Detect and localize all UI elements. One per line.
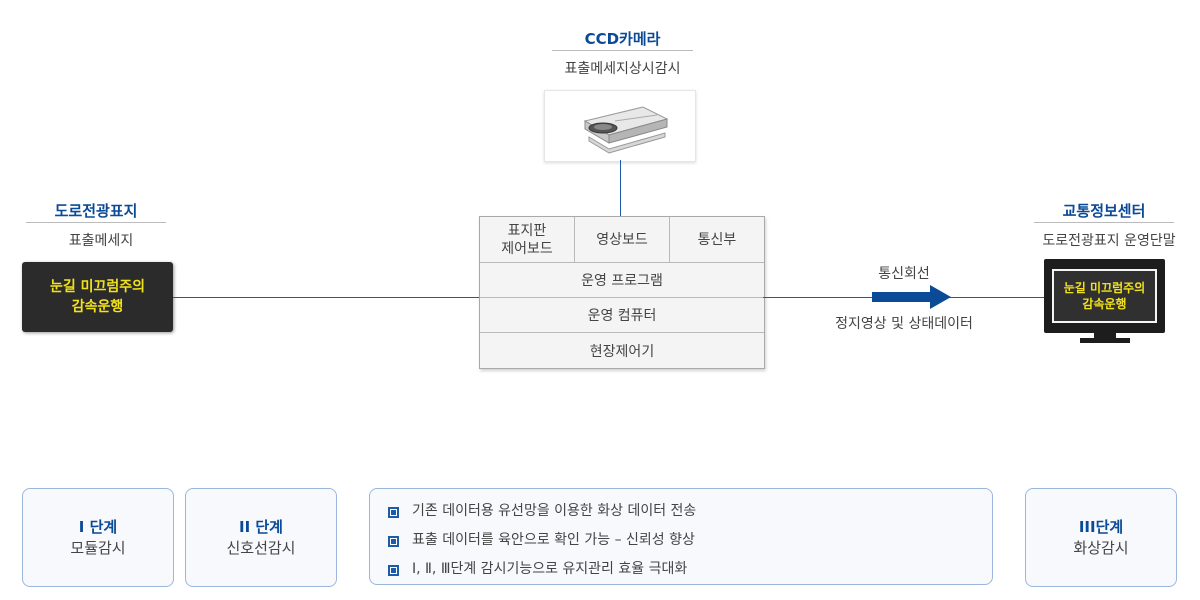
camera-title-rule (552, 50, 693, 51)
stage-3-box: III단계 화상감시 (1025, 488, 1177, 587)
monitor-icon: 눈길 미끄럼주의 감속운행 (1044, 259, 1165, 345)
controller-top-cells: 표지판 제어보드 영상보드 통신부 (480, 217, 764, 262)
controller-row-field: 현장제어기 (480, 332, 764, 368)
comm-data-label: 정지영상 및 상태데이터 (835, 316, 973, 332)
bullet-square-icon (388, 507, 399, 518)
controller-cell-video-board: 영상보드 (574, 217, 669, 262)
vms-line-2: 감속운행 (71, 299, 124, 315)
monitor-neck (1094, 333, 1116, 338)
stage-3-sub: 화상감시 (1073, 538, 1129, 557)
stage-1-title: I 단계 (78, 517, 118, 536)
camera-image (544, 90, 696, 162)
stage-2-box: II 단계 신호선감시 (185, 488, 337, 587)
comm-label: 통신회선 (878, 266, 930, 282)
camera-subtitle: 표출메세지상시감시 (564, 61, 681, 77)
feature-item: 표출 데이터를 육안으로 확인 가능 – 신뢰성 향상 (388, 526, 992, 555)
field-controller-box: 표지판 제어보드 영상보드 통신부 운영 프로그램 운영 컴퓨터 현장제어기 (479, 216, 765, 369)
monitor-display: 눈길 미끄럼주의 감속운행 (1052, 269, 1157, 323)
controller-cell-comm: 통신부 (669, 217, 764, 262)
left-sign-title-rule (26, 222, 166, 223)
stage-1-box: I 단계 모듈감시 (22, 488, 174, 587)
controller-row-computer: 운영 컴퓨터 (480, 297, 764, 332)
stage-2-sub: 신호선감시 (226, 538, 296, 557)
arrow-right-icon (872, 285, 951, 309)
camera-link-line (620, 160, 621, 217)
controller-cell-sign-board: 표지판 제어보드 (501, 222, 553, 257)
feature-list-box: 기존 데이터용 유선망을 이용한 화상 데이터 전송 표출 데이터를 육안으로 … (369, 488, 993, 585)
monitor-base (1080, 338, 1130, 343)
camera-title: CCD카메라 (584, 30, 661, 48)
ccd-camera-icon (583, 106, 669, 154)
monitor-line-1: 눈길 미끄럼주의 (1063, 281, 1146, 295)
controller-row-program: 운영 프로그램 (480, 262, 764, 297)
center-subtitle: 도로전광표지 운영단말 (1042, 233, 1176, 249)
center-title-rule (1034, 222, 1174, 223)
sign-link-line (173, 297, 479, 298)
monitor-line-2: 감속운행 (1082, 297, 1127, 311)
left-sign-subtitle: 표출메세지 (68, 233, 134, 249)
left-sign-title: 도로전광표지 (54, 202, 138, 220)
feature-item: 기존 데이터용 유선망을 이용한 화상 데이터 전송 (388, 497, 992, 526)
bullet-square-icon (388, 565, 399, 576)
stage-2-title: II 단계 (239, 517, 283, 536)
vms-sign-display: 눈길 미끄럼주의 감속운행 (22, 262, 173, 332)
vms-line-1: 눈길 미끄럼주의 (49, 279, 146, 295)
center-title: 교통정보센터 (1062, 202, 1146, 220)
feature-item: Ⅰ, Ⅱ, Ⅲ단계 감시기능으로 유지관리 효율 극대화 (388, 555, 992, 584)
stage-1-sub: 모듈감시 (70, 538, 126, 557)
bullet-square-icon (388, 536, 399, 547)
stage-3-title: III단계 (1078, 517, 1124, 536)
